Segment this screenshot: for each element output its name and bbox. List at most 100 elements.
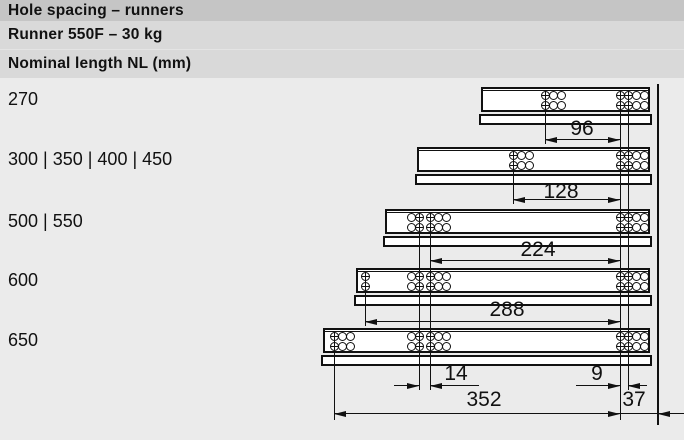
mounting-hole-cross [360, 271, 370, 281]
runner-rail [479, 114, 652, 125]
mounting-hole-plain [441, 341, 451, 351]
dim-line [365, 321, 620, 322]
dim-line [394, 385, 419, 386]
runner-body [417, 147, 650, 172]
hole-cross-mark [627, 332, 629, 340]
runner-rail [415, 174, 652, 185]
mounting-hole-plain [639, 281, 649, 291]
dim-line [545, 139, 620, 140]
hole-cross-mark [429, 223, 431, 231]
runner-length-label: 600 [8, 270, 39, 290]
dim-label: 224 [520, 238, 556, 261]
hole-cross-mark [429, 282, 431, 290]
mounting-hole-plain [639, 212, 649, 222]
hole-cross-mark [627, 342, 629, 350]
dim-arrowhead [365, 318, 377, 325]
runner-length-label: 270 [8, 89, 39, 109]
mounting-hole-plain [556, 90, 566, 100]
nominal-length-header: Nominal length NL (mm) [0, 49, 684, 78]
dim-label: 14 [444, 362, 468, 385]
mounting-hole-plain [639, 271, 649, 281]
mounting-hole-plain [441, 281, 451, 291]
dim-arrowhead [628, 382, 640, 389]
extension-line [429, 213, 431, 390]
hole-cross-mark [619, 91, 621, 99]
extension-line [544, 91, 546, 144]
runner-body [323, 328, 650, 353]
runner-subtitle-text: Runner 550F – 30 kg [8, 26, 163, 43]
mounting-hole-plain [639, 100, 649, 110]
runner-body [356, 268, 650, 293]
extension-line [512, 152, 514, 204]
dim-label: 288 [489, 298, 525, 321]
hole-cross-mark [627, 101, 629, 109]
hole-cross-mark [418, 342, 420, 350]
mounting-hole-cross [360, 281, 370, 291]
dim-arrowhead [608, 196, 620, 203]
mounting-hole-cross [414, 341, 424, 351]
hole-cross-mark [619, 342, 621, 350]
hole-cross-mark [418, 223, 420, 231]
runner-inner-line [325, 331, 648, 332]
extension-line [627, 91, 629, 390]
hole-cross-mark [627, 151, 629, 159]
dim-label: 128 [543, 180, 579, 203]
front-edge-line [657, 84, 659, 425]
hole-cross-mark [364, 282, 366, 290]
mounting-hole-plain [639, 90, 649, 100]
hole-cross-mark [627, 223, 629, 231]
runner-inner-line [419, 150, 648, 151]
hole-cross-mark [619, 272, 621, 280]
dim-arrowhead [513, 196, 525, 203]
runner-inner-line [387, 212, 648, 213]
hole-cross-mark [619, 213, 621, 221]
hole-cross-mark [429, 213, 431, 221]
hole-cross-mark [418, 282, 420, 290]
dim-line [576, 385, 620, 386]
mounting-hole-plain [441, 212, 451, 222]
runner-length-label: 500 | 550 [8, 211, 83, 231]
dim-label: 9 [591, 362, 603, 385]
dim-arrowhead [430, 382, 442, 389]
dim-arrowhead [545, 136, 557, 143]
runner-rail [354, 295, 652, 306]
mounting-hole-plain [441, 271, 451, 281]
mounting-hole-plain [524, 150, 534, 160]
mounting-hole-plain [639, 331, 649, 341]
page-title-text: Hole spacing – runners [8, 1, 184, 19]
hole-cross-mark [619, 282, 621, 290]
hole-cross-mark [627, 91, 629, 99]
hole-cross-mark [544, 91, 546, 99]
dim-line [430, 260, 620, 261]
page-title: Hole spacing – runners [0, 0, 684, 21]
hole-cross-mark [619, 332, 621, 340]
runner-rail [383, 236, 652, 247]
runner-rail [321, 355, 652, 366]
dim-line [513, 199, 620, 200]
hole-cross-mark [619, 151, 621, 159]
hole-cross-mark [619, 161, 621, 169]
hole-cross-mark [418, 332, 420, 340]
mounting-hole-plain [524, 160, 534, 170]
hole-cross-mark [544, 101, 546, 109]
mounting-hole-cross [414, 331, 424, 341]
mounting-hole-cross [414, 222, 424, 232]
hole-cross-mark [333, 332, 335, 340]
hole-cross-mark [429, 342, 431, 350]
nominal-length-header-text: Nominal length NL (mm) [8, 55, 192, 72]
hole-cross-mark [333, 342, 335, 350]
runner-body [385, 209, 650, 234]
hole-cross-mark [627, 272, 629, 280]
hole-cross-mark [512, 161, 514, 169]
mounting-hole-cross [414, 212, 424, 222]
hole-cross-mark [627, 282, 629, 290]
extension-line [418, 213, 420, 390]
hole-cross-mark [418, 272, 420, 280]
mounting-hole-plain [345, 341, 355, 351]
mounting-hole-plain [639, 222, 649, 232]
runner-inner-line [358, 271, 648, 272]
dim-arrowhead [608, 257, 620, 264]
dim-arrowhead [608, 382, 620, 389]
hole-cross-mark [429, 272, 431, 280]
